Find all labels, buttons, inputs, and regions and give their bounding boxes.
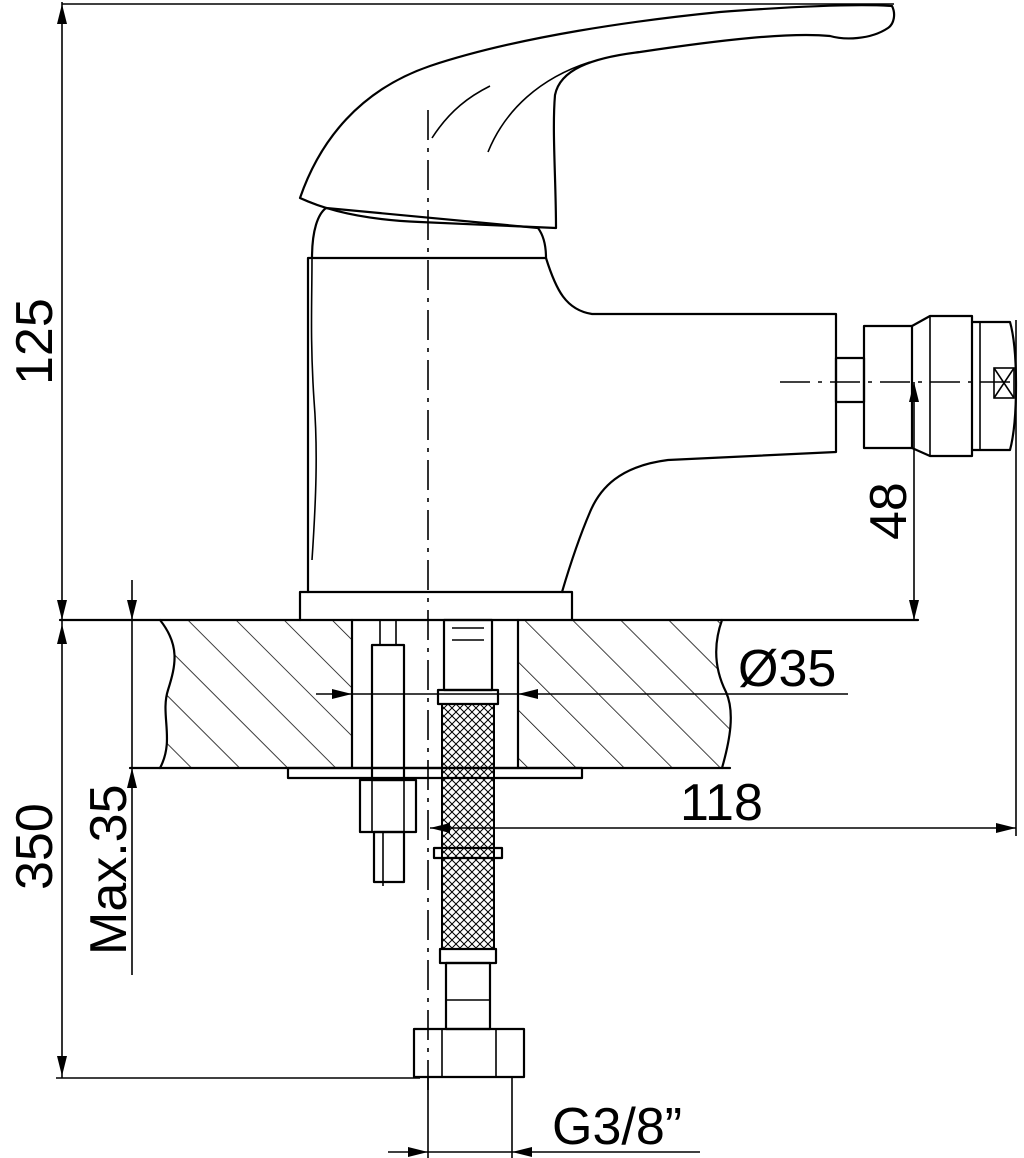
dimension-label-max-thickness: Max.35 <box>80 784 138 955</box>
dimension-lines <box>56 2 1017 1158</box>
lever-handle <box>298 4 896 230</box>
mounting-stud <box>358 620 418 886</box>
center-lines <box>427 110 1018 1090</box>
dimension-label-48: 48 <box>860 482 918 540</box>
dimension-label-diameter: Ø35 <box>738 640 836 698</box>
dimension-label-350: 350 <box>6 803 64 890</box>
dimension-label-thread: G3/8” <box>552 1098 682 1156</box>
faucet-body <box>298 206 838 622</box>
aerator-outlet <box>834 314 1018 458</box>
dimension-label-118: 118 <box>680 774 763 832</box>
flexible-hose <box>412 618 526 1079</box>
dimension-label-125: 125 <box>6 298 64 385</box>
